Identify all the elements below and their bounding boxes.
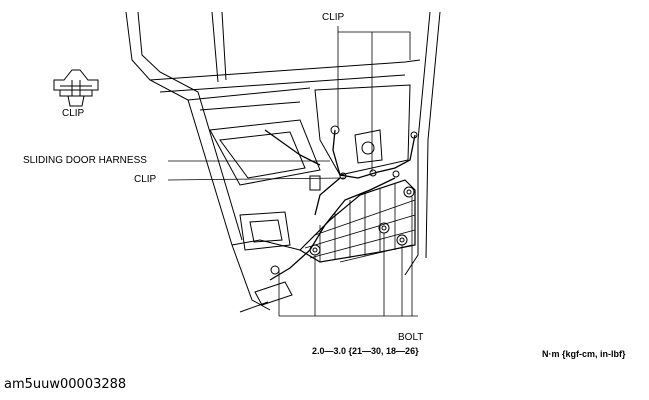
- clip-left-label: CLIP: [134, 174, 157, 185]
- torque-spec: 2.0—3.0 {21—30, 18—26}: [312, 346, 419, 356]
- inner-panel: [209, 84, 411, 251]
- units-label: N·m {kgf-cm, in-lbf}: [542, 349, 626, 359]
- fasteners: [239, 125, 418, 313]
- harness-wire: [264, 129, 416, 281]
- leader-lines: [167, 26, 418, 317]
- door-outline: [125, 11, 441, 311]
- panel-grid: [299, 179, 416, 263]
- clip-icon: [53, 69, 99, 107]
- image-caption: am5uuw00003288: [4, 377, 127, 392]
- bolt-label: BOLT: [398, 332, 424, 343]
- sliding-door-harness-label: SLIDING DOOR HARNESS: [23, 155, 147, 166]
- clip-icon-label: CLIP: [62, 108, 85, 119]
- clip-top-label: CLIP: [322, 12, 345, 23]
